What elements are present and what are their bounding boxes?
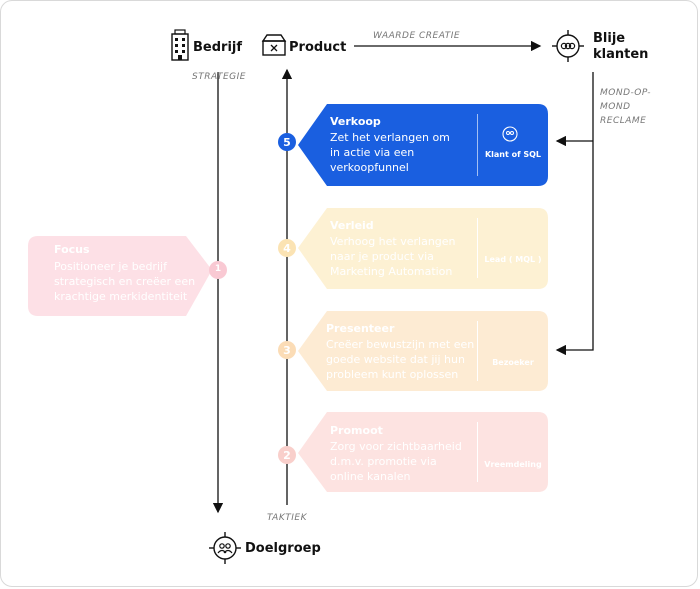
mond-line-1: MOND-OP- xyxy=(600,88,652,98)
bedrijf-label: Bedrijf xyxy=(193,40,243,55)
focus-desc-line-2: strategisch en creëer een xyxy=(54,275,196,288)
focus-desc-line-3: krachtige merkidentiteit xyxy=(54,290,188,303)
presenteer-badge: Bezoeker xyxy=(492,358,534,367)
verleid-line-2: naar je product via xyxy=(330,250,434,263)
focus-desc-line-1: Positioneer je bedrijf xyxy=(54,260,167,273)
verkoop-line-2: in actie via een xyxy=(330,146,415,159)
presenteer-separator xyxy=(477,321,478,381)
blije-klanten-label-2: klanten xyxy=(593,47,649,62)
presenteer-title: Presenteer xyxy=(326,322,395,335)
presenteer-line-1: Creëer bewustzijn met een xyxy=(326,338,475,351)
promoot-desc: Zorg voor zichtbaarheid d.m.v. promotie … xyxy=(330,439,462,484)
verleid-separator xyxy=(477,218,478,278)
product-box-icon xyxy=(261,34,287,56)
focus-title: Focus xyxy=(54,243,90,256)
mond-op-mond-label: MOND-OP- MOND RECLAME xyxy=(600,86,651,128)
focus-number: 1 xyxy=(214,264,222,274)
mond-line-2: MOND xyxy=(600,102,631,112)
verkoop-separator xyxy=(477,114,478,176)
verkoop-badge: Klant of SQL xyxy=(484,150,542,159)
promoot-line-2: d.m.v. promotie via xyxy=(330,455,437,468)
presenteer-line-3: probleem kunt oplossen xyxy=(326,368,459,381)
promoot-title: Promoot xyxy=(330,424,383,437)
mond-op-mond-line xyxy=(555,72,594,356)
promoot-line-1: Zorg voor zichtbaarheid xyxy=(330,440,462,453)
verleid-badge: Lead ( MQL ) xyxy=(484,255,542,264)
product-label: Product xyxy=(289,40,347,55)
doelgroep-target-icon xyxy=(209,532,241,564)
verleid-line-3: Marketing Automation xyxy=(330,265,453,278)
verleid-line-1: Verhoog het verlangen xyxy=(330,235,456,248)
taktiek-label: TAKTIEK xyxy=(267,513,307,523)
verkoop-line-1: Zet het verlangen om xyxy=(330,131,450,144)
blije-klanten-label-1: Blije xyxy=(593,31,626,46)
presenteer-line-2: goede website dat jij hun xyxy=(326,353,465,366)
focus-desc: Positioneer je bedrijf strategisch en cr… xyxy=(54,259,195,304)
stage-number-5: 5 xyxy=(283,135,291,149)
verkoop-title: Verkoop xyxy=(330,115,381,128)
klant-target-icon xyxy=(501,125,519,147)
stage-number-3: 3 xyxy=(283,343,291,357)
stage-number-2: 2 xyxy=(283,448,291,462)
strategie-label: STRATEGIE xyxy=(192,72,246,82)
verleid-desc: Verhoog het verlangen naar je product vi… xyxy=(330,234,456,279)
doelgroep-label: Doelgroep xyxy=(245,541,321,556)
blije-klanten-target-icon xyxy=(552,30,584,62)
building-icon xyxy=(171,29,189,61)
promoot-line-3: online kanalen xyxy=(330,470,411,483)
mond-line-3: RECLAME xyxy=(600,116,647,126)
presenteer-desc: Creëer bewustzijn met een goede website … xyxy=(326,337,474,382)
verleid-title: Verleid xyxy=(330,219,374,232)
stage-number-4: 4 xyxy=(283,241,291,255)
waarde-creatie-label: WAARDE CREATIE xyxy=(373,31,461,41)
promoot-badge: Vreemdeling xyxy=(484,460,542,469)
promoot-separator xyxy=(477,422,478,482)
verkoop-line-3: verkoopfunnel xyxy=(330,161,409,174)
verkoop-desc: Zet het verlangen om in actie via een ve… xyxy=(330,130,450,175)
